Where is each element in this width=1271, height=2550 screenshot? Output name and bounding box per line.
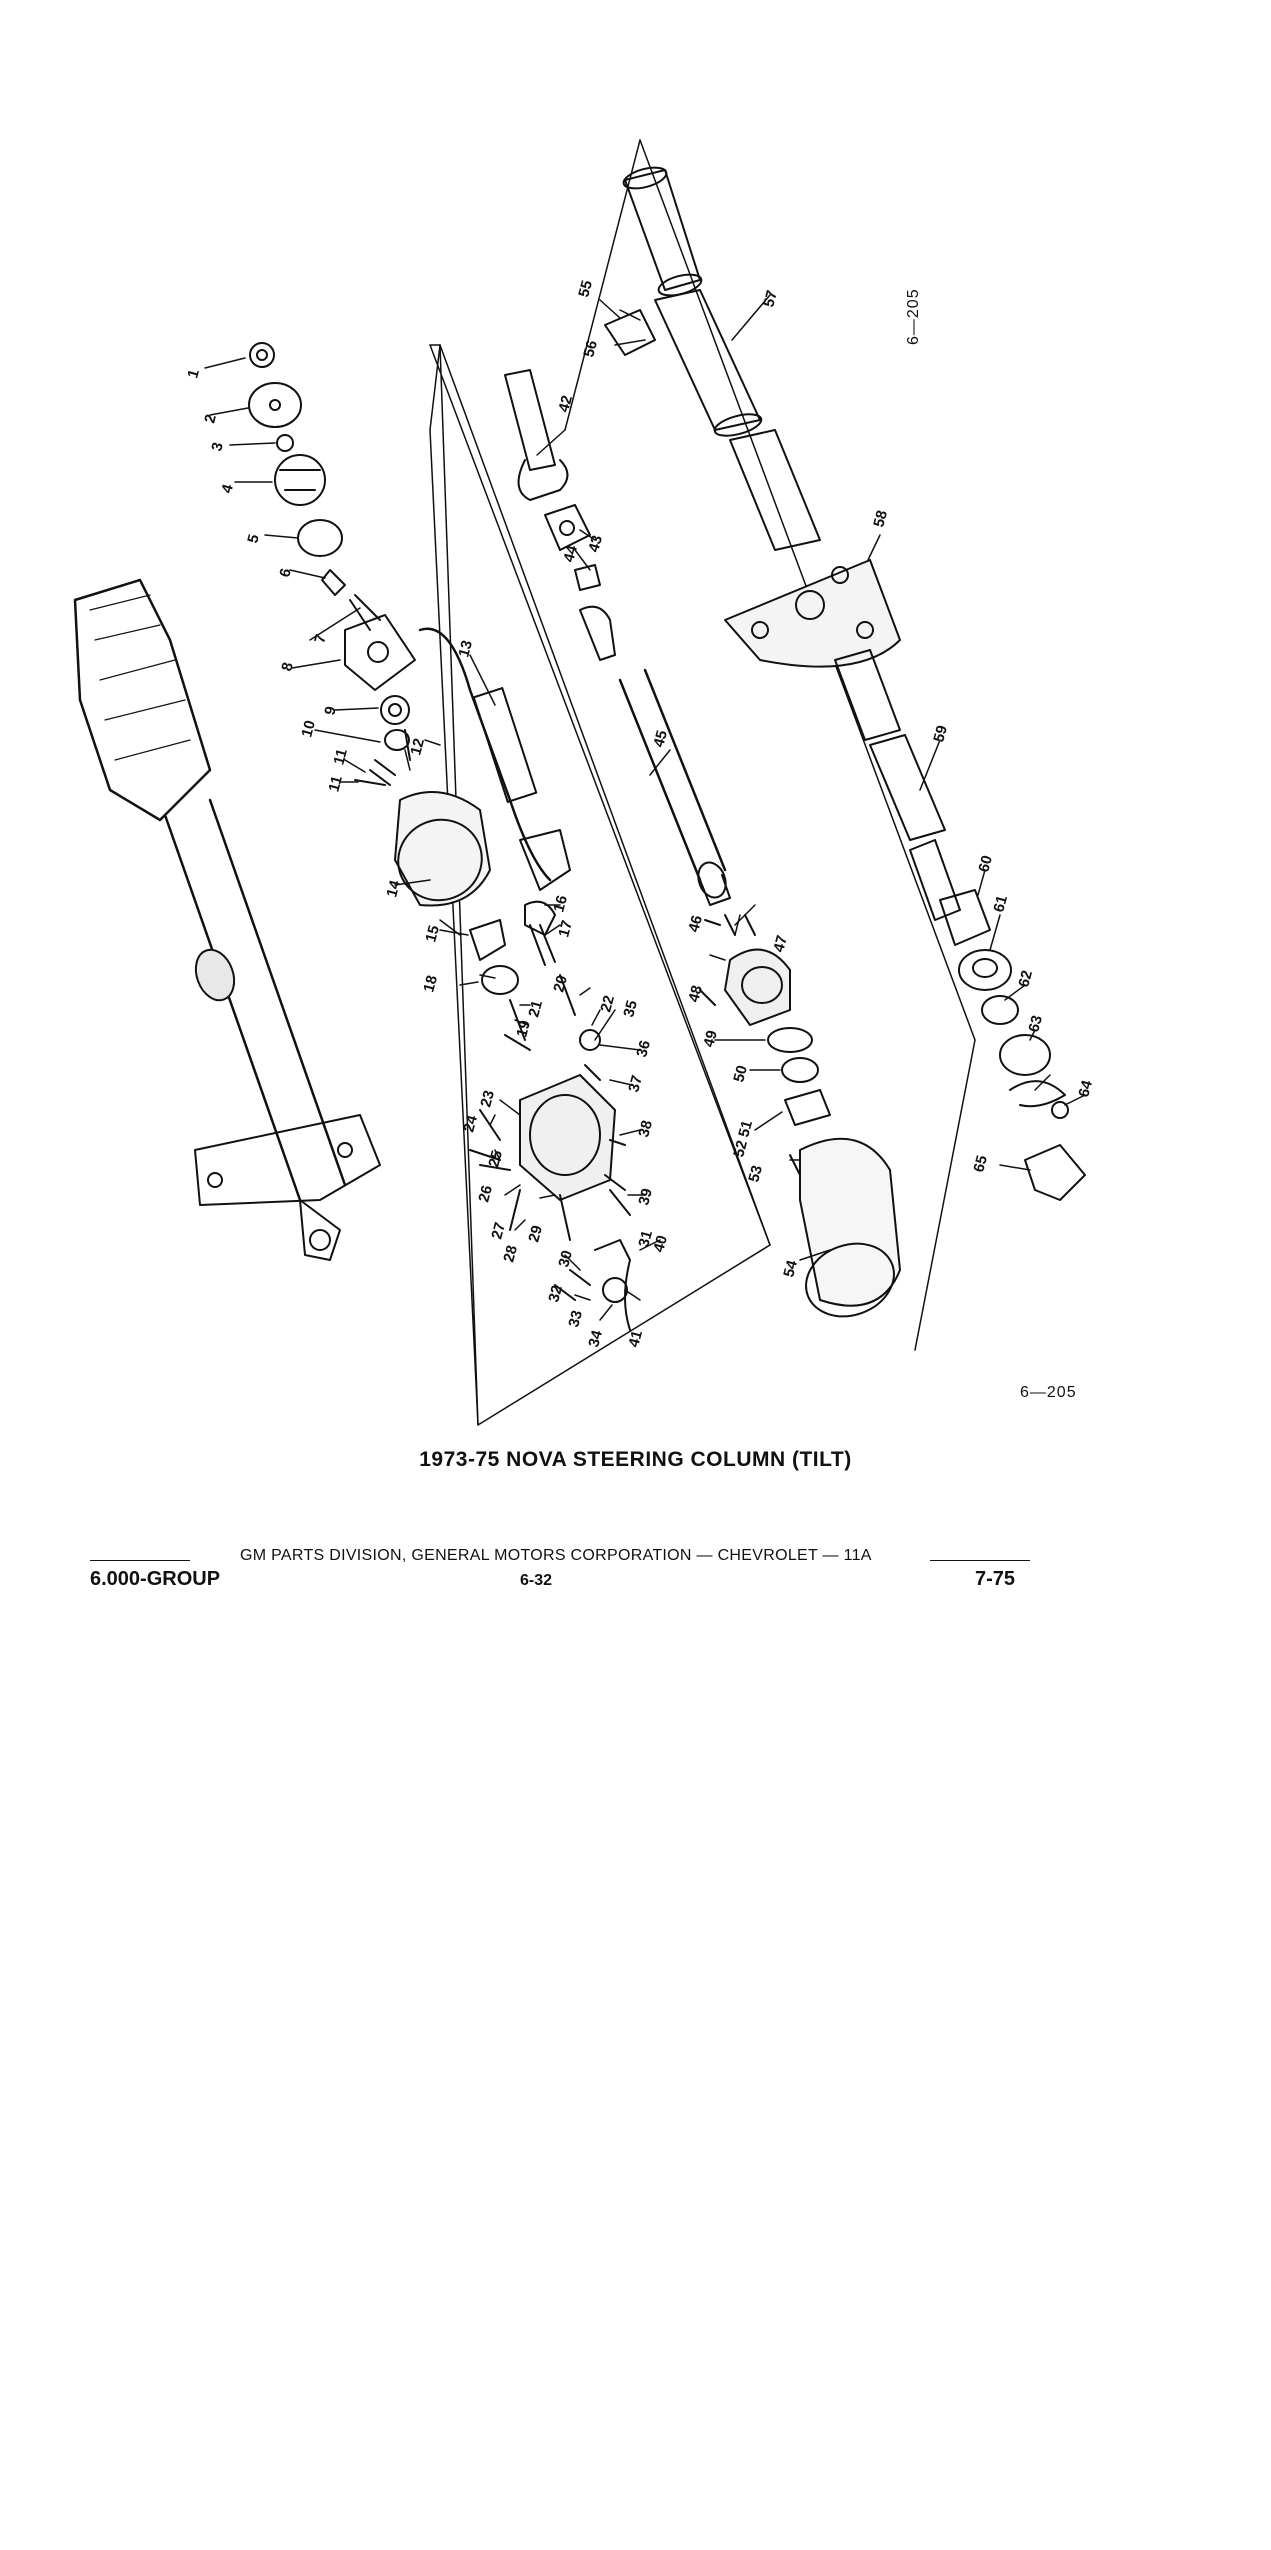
- part-callout-6: 6: [276, 567, 295, 579]
- assembled-column: [73, 578, 381, 1261]
- part-callout-47: 47: [770, 934, 791, 955]
- part-callout-35: 35: [620, 999, 641, 1020]
- part-callout-63: 63: [1025, 1014, 1046, 1035]
- part-callout-59: 59: [930, 724, 951, 745]
- part-callout-7: 7: [311, 633, 330, 645]
- parts-shaft-panel: [504, 369, 901, 1318]
- part-callout-62: 62: [1015, 969, 1036, 990]
- part-callout-49: 49: [700, 1029, 721, 1050]
- part-callout-30: 30: [555, 1249, 576, 1270]
- part-callout-65: 65: [970, 1154, 991, 1175]
- part-callout-41: 41: [625, 1329, 646, 1350]
- part-callout-34: 34: [585, 1328, 606, 1349]
- part-callout-3: 3: [208, 441, 227, 453]
- part-callout-32: 32: [545, 1284, 566, 1305]
- part-callout-18: 18: [420, 974, 441, 995]
- footer-credit-row: GM PARTS DIVISION, GENERAL MOTORS CORPOR…: [90, 1547, 1030, 1567]
- part-callout-16: 16: [550, 894, 571, 915]
- part-callout-29: 29: [525, 1224, 546, 1245]
- part-callout-26: 26: [475, 1184, 496, 1205]
- footer-group: 6.000-GROUP: [90, 1568, 221, 1590]
- part-callout-25: 25: [485, 1149, 506, 1170]
- part-callout-12: 12: [407, 737, 428, 758]
- part-callout-56: 56: [580, 339, 601, 360]
- part-callout-9: 9: [321, 705, 340, 717]
- part-callout-21: 21: [525, 999, 546, 1020]
- part-callout-46: 46: [685, 914, 706, 935]
- parts-lower-right: [939, 889, 1086, 1201]
- part-callout-4: 4: [218, 482, 237, 495]
- part-callout-60: 60: [975, 854, 996, 875]
- footer-credit: GM PARTS DIVISION, GENERAL MOTORS CORPOR…: [240, 1547, 872, 1564]
- parts-jacket: [604, 166, 961, 921]
- part-callout-37: 37: [625, 1074, 646, 1095]
- part-callout-61: 61: [990, 894, 1011, 915]
- part-callout-66: 66: [0, 0, 6, 9]
- footer-rule-right: [930, 1560, 1030, 1561]
- part-callout-38: 38: [635, 1119, 656, 1140]
- part-callout-45: 45: [650, 729, 671, 750]
- figure-ref-top: 6—205: [905, 288, 922, 345]
- footer-rule-left: [90, 1560, 190, 1561]
- parts-upper-left: [248, 342, 571, 907]
- part-callout-57: 57: [760, 289, 781, 310]
- part-callout-42: 42: [555, 394, 576, 415]
- part-callout-19: 19: [513, 1019, 534, 1040]
- part-callout-14: 14: [383, 878, 404, 899]
- part-callout-43: 43: [585, 534, 606, 555]
- figure-ref-bottom: 6—205: [1020, 1384, 1077, 1401]
- part-callout-44: 44: [560, 543, 581, 564]
- part-callout-52: 52: [730, 1139, 751, 1160]
- part-callout-17: 17: [555, 919, 576, 940]
- part-callout-48: 48: [685, 984, 706, 1005]
- part-callout-11: 11: [325, 774, 346, 794]
- part-callout-28: 28: [500, 1244, 521, 1265]
- footer-date: 7-75: [975, 1568, 1016, 1590]
- part-callout-39: 39: [635, 1187, 656, 1208]
- part-callout-13: 13: [455, 639, 476, 660]
- part-callout-22: 22: [597, 994, 618, 1015]
- part-callout-20: 20: [550, 974, 571, 995]
- part-callout-10: 10: [298, 719, 319, 740]
- part-callout-24: 24: [460, 1113, 481, 1134]
- footer-page-number: 6-32: [520, 1572, 553, 1589]
- part-callout-36: 36: [633, 1039, 654, 1060]
- part-callout-64: 64: [1075, 1078, 1096, 1099]
- part-callout-27: 27: [488, 1221, 509, 1242]
- part-callout-54: 54: [780, 1258, 801, 1279]
- figure-title: 1973-75 NOVA STEERING COLUMN (TILT): [419, 1448, 852, 1471]
- part-callout-31: 31: [635, 1229, 656, 1250]
- part-callout-51: 51: [735, 1119, 756, 1140]
- part-callout-53: 53: [745, 1164, 766, 1185]
- part-callout-15: 15: [422, 924, 443, 945]
- part-callout-11: 11: [330, 747, 351, 767]
- part-callout-5: 5: [244, 533, 263, 545]
- part-callout-1: 1: [184, 368, 203, 380]
- part-callout-8: 8: [278, 661, 297, 673]
- part-callout-58: 58: [870, 509, 891, 530]
- part-callout-40: 40: [650, 1234, 671, 1255]
- leader-lines: [204, 294, 1086, 1321]
- part-callout-50: 50: [730, 1064, 751, 1085]
- part-callout-33: 33: [565, 1309, 586, 1330]
- part-callout-55: 55: [575, 279, 596, 300]
- part-callout-23: 23: [477, 1089, 498, 1110]
